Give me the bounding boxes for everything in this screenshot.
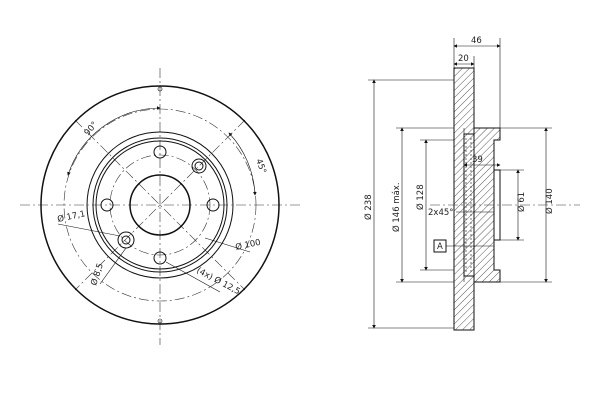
small-hole-upper-right-outer (191, 158, 207, 174)
width-20-label: 20 (458, 54, 469, 64)
diagonal-center-line-2 (74, 119, 246, 291)
side-view: 46 20 39 2x45° A Ø 238 Ø 146 máx. Ø 128 (363, 36, 580, 331)
bore-dia-label: Ø 61 (516, 192, 527, 212)
hat-dia-label: Ø 140 (544, 188, 555, 214)
outer-dia-label: Ø 238 (363, 194, 374, 220)
bore-outline (493, 169, 501, 241)
outer-disc-edge (40, 85, 280, 325)
small-hole-upper-right-inner (194, 161, 204, 171)
tick-bottom (157, 318, 163, 324)
front-view: 90° 45° Ø 17,1 Ø 100 Ø 8,5 (4x) Ø 12,5 (20, 68, 300, 345)
hat-ring (463, 133, 475, 277)
angle-45-arc (228, 132, 257, 196)
hub-dia-label: Ø 128 (415, 184, 426, 210)
small-hole-lower-left-inner (121, 235, 131, 245)
datum-label: A (437, 242, 443, 252)
width-46-label: 46 (471, 36, 482, 46)
bolt-holes-leader (165, 261, 221, 293)
small-hole-leader (99, 247, 127, 285)
bolt-hole-right (206, 198, 220, 212)
depth-39-label: 39 (472, 155, 483, 165)
bolt-hole-left (100, 198, 114, 212)
bolt-hole-bottom (153, 251, 167, 265)
pitch-circle-label: Ø 100 (234, 237, 261, 253)
hub-hole-label: Ø 17,1 (56, 208, 86, 225)
bolt-holes-label: (4x) Ø 12,5 (195, 265, 243, 297)
friction-dia-label: Ø 146 máx. (391, 182, 402, 232)
hat-section (473, 127, 501, 283)
angle-90-arc (67, 106, 161, 176)
tick-top (157, 86, 163, 92)
pitch-circle-leader (204, 237, 251, 253)
hub-hole-leader (57, 223, 121, 237)
chamfer-label: 2x45° (428, 208, 454, 218)
small-hole-lower-left-outer (117, 231, 135, 249)
angle-45-label: 45° (253, 158, 268, 176)
angle-90-label: 90° (83, 120, 100, 138)
